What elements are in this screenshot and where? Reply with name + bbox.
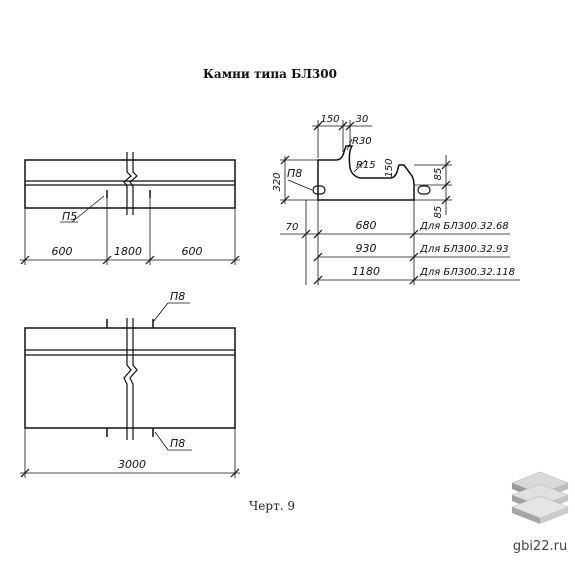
dim-320: 320 — [272, 172, 283, 191]
hole-label-p5: П5 — [62, 210, 77, 223]
dim-85-top: 85 — [433, 168, 444, 181]
drawing-title: Камни типа БЛ300 — [203, 67, 337, 81]
radius-r15: R15 — [356, 160, 376, 171]
break-line-left-2 — [123, 318, 132, 440]
section-hole-right — [417, 185, 431, 195]
dim-150: 150 — [320, 114, 339, 125]
dim-150-vertical: 150 — [384, 158, 395, 177]
dim-680: 680 — [356, 219, 377, 232]
section-profile — [317, 145, 415, 201]
hole-label-p8-top: П8 — [170, 290, 185, 303]
figure-caption: Черт. 9 — [249, 499, 295, 513]
label-bl300-32-93: Для БЛ300.32.93 — [419, 244, 509, 255]
dim-600-right: 600 — [182, 245, 203, 258]
dim-1180: 1180 — [352, 265, 380, 278]
dim-1800: 1800 — [114, 245, 142, 258]
dim-600-left: 600 — [52, 245, 73, 258]
dim-70: 70 — [286, 222, 299, 233]
radius-r30: R30 — [352, 136, 372, 147]
label-bl300-32-68: Для БЛ300.32.68 — [419, 221, 509, 232]
dim-930: 930 — [356, 242, 377, 255]
dim-85-bottom: 85 — [433, 206, 444, 219]
bottom-view-outline — [24, 327, 236, 429]
cross-section: 150 30 R30 R15 320 П8 85 150 85 — [272, 114, 520, 285]
dim-30: 30 — [356, 114, 369, 125]
top-view-outline — [24, 159, 236, 209]
break-line-right-2 — [129, 318, 138, 440]
watermark-text: gbi22.ru — [513, 539, 567, 554]
stacked-slabs-logo — [511, 471, 569, 524]
hole-label-p8-bottom: П8 — [170, 437, 185, 450]
section-hole-label: П8 — [287, 167, 302, 180]
dim-3000: 3000 — [118, 458, 146, 471]
label-bl300-32-118: Для БЛ300.32.118 — [419, 267, 515, 278]
break-line-left — [123, 152, 132, 215]
break-line-right — [129, 152, 138, 215]
top-view: П5 600 1800 600 — [20, 152, 240, 265]
section-hole-left — [312, 185, 326, 195]
bottom-view: П8 П8 3000 — [20, 290, 240, 478]
